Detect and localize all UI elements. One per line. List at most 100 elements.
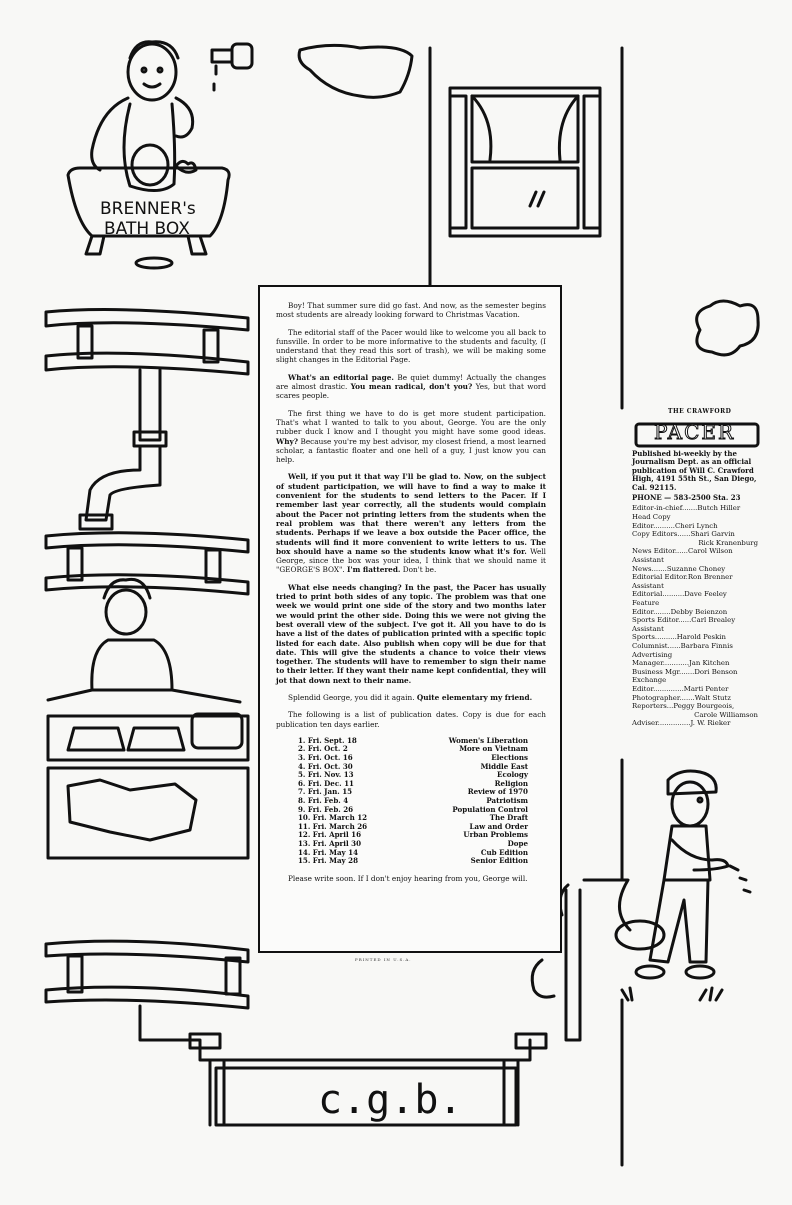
editorial-paragraph-9: Please write soon. If I don't enjoy hear… [288,873,528,883]
faucet-drawing [210,42,254,92]
schedule-topic: Patriotism [486,796,528,806]
schedule-row: 10. Fri. March 12 The Draft [298,814,528,823]
editorial-box: Boy! That summer sure did go fast. And n… [258,285,562,953]
staff-line: Feature [632,598,660,607]
masthead: THE CRAWFORD PACER Published bi-weekly b… [632,408,758,728]
staff-line: Head Copy [632,513,671,522]
schedule-topic: Religion [494,778,528,788]
schedule-date: 11. Fri. March 26 [298,821,368,831]
schedule-topic: Women's Liberation [448,735,528,745]
schedule-topic: The Draft [489,813,528,823]
schedule-topic: Middle East [480,761,528,771]
staff-line: Editor........Debby Beienzon [632,607,728,616]
editorial-paragraph-5: Well, if you put it that way I'll be gla… [276,472,546,575]
schedule-topic: Cub Edition [480,847,528,857]
schedule-row: 8. Fri. Feb. 4 Patriotism [298,796,528,806]
boy-with-hose-drawing [582,769,752,1002]
schedule-row: 14. Fri. May 14 Cub Edition [298,847,528,858]
staff-line: Assistant [632,624,664,633]
bath-box-sign-line1: BRENNER's [100,199,196,219]
staff-line: Business Mgr.......Dori Benson [632,667,738,676]
schedule-row: 6. Fri. Dec. 11 Religion [298,778,528,789]
staff-line: Editor..............Marti Penter [632,684,729,693]
schedule-date: 1. Fri. Sept. 18 [298,735,357,745]
staff-line: Manager............Jan Kitchen [632,659,730,668]
girder-pipes-drawing [44,308,250,596]
schedule-topic: Review of 1970 [467,787,528,797]
staff-line: News Editor......Carol Wilson [632,547,733,556]
staff-line: Assistant [632,581,664,590]
schedule-row: 7. Fri. Jan. 15 Review of 1970 [298,788,528,797]
schedule-row: 2. Fri. Oct. 2 More on Vietnam [298,745,528,754]
bottom-pipe-drawing [44,883,582,1127]
schedule-row: 1. Fri. Sept. 18 Women's Liberation [298,735,528,746]
schedule-date: 2. Fri. Oct. 2 [298,744,348,754]
staff-line: Sports..........Harold Peskin [632,633,726,642]
logo-small-text: THE CRAWFORD [668,408,732,415]
schedule-date: 4. Fri. Oct. 30 [298,761,353,771]
staff-line: Editor-in-chief.......Butch Hiller [632,504,741,513]
schedule-date: 3. Fri. Oct. 16 [298,753,353,763]
bath-box-sign-line2: BATH BOX [104,219,190,239]
schedule-date: 13. Fri. April 30 [298,839,362,848]
masthead-published: Published bi-weekly by the Journalism De… [632,449,757,492]
artist-signature: c.g.b. [318,1077,463,1123]
staff-line: Editor..........Cheri Lynch [632,521,718,530]
schedule-date: 15. Fri. May 28 [298,856,359,866]
man-in-bathtub-drawing [66,40,231,270]
staff-line: Editorial Editor.Ron Brenner [632,573,733,582]
schedule-row: 15. Fri. May 28 Senior Edition [298,857,528,866]
schedule-date: 7. Fri. Jan. 15 [298,787,353,797]
schedule-row: 11. Fri. March 26 Law and Order [298,821,528,832]
woman-at-counter-drawing [46,577,250,860]
pacer-logo: THE CRAWFORD PACER [632,408,758,446]
editorial-paragraph-3: What's an editorial page. Be quiet dummy… [276,372,546,401]
printed-in-usa: PRINTED IN U.S.A. [355,957,412,962]
window-drawing [448,86,602,238]
schedule-date: 8. Fri. Feb. 4 [298,796,349,806]
staff-line: News.......Suzanne Choney [632,564,726,573]
schedule-topic: Law and Order [469,821,528,831]
staff-line: Exchange [632,676,667,685]
schedule-topic: More on Vietnam [459,744,528,754]
staff-line: Adviser...............J. W. Rieker [632,719,731,728]
staff-line: Advertising [632,650,673,659]
schedule-date: 6. Fri. Dec. 11 [298,778,354,788]
schedule-topic: Urban Problems [463,830,528,840]
schedule-topic: Senior Edition [470,856,528,866]
staff-line: Assistant [632,556,664,564]
editorial-paragraph-8: The following is a list of publication d… [276,710,546,729]
schedule-row: 9. Fri. Feb. 26 Population Control [298,804,528,815]
staff-line: Copy Editors......Shari Garvin [632,530,735,539]
schedule-date: 10. Fri. March 12 [298,813,368,823]
schedule-topic: Dope [507,839,528,848]
editorial-paragraph-1: Boy! That summer sure did go fast. And n… [276,301,546,320]
editorial-paragraph-4: The first thing we have to do is get mor… [276,408,546,465]
editorial-paragraph-6: What else needs changing? In the past, t… [276,582,547,685]
schedule-row: 3. Fri. Oct. 16 Elections [298,753,528,763]
staff-line: Editorial..........Dave Feeley [632,590,727,599]
masthead-phone: PHONE — 583-2500 Sta. 23 [632,493,741,503]
logo-big-text: PACER [653,420,736,445]
schedule-date: 5. Fri. Nov. 13 [298,770,354,780]
staff-line: Carole Williamson [694,710,758,719]
schedule-row: 13. Fri. April 30 Dope [298,839,528,849]
staff-line: Rick Kranenburg [698,538,758,547]
staff-line: Sports Editor......Carl Brealey [632,616,736,625]
schedule-date: 9. Fri. Feb. 26 [298,804,354,814]
staff-line: Reporters...Peggy Bourgeois, [632,702,735,711]
pacer-logo-frame [634,422,760,448]
schedule-date: 14. Fri. May 14 [298,847,359,857]
schedule-topic: Elections [491,753,528,763]
schedule-row: 4. Fri. Oct. 30 Middle East [298,761,528,772]
editorial-paragraph-7: Splendid George, you did it again. Quite… [288,692,533,702]
editorial-paragraph-2: The editorial staff of the Pacer would l… [276,327,546,365]
schedule-topic: Population Control [452,804,528,814]
staff-line: Photographer.......Walt Stutz [632,693,731,702]
